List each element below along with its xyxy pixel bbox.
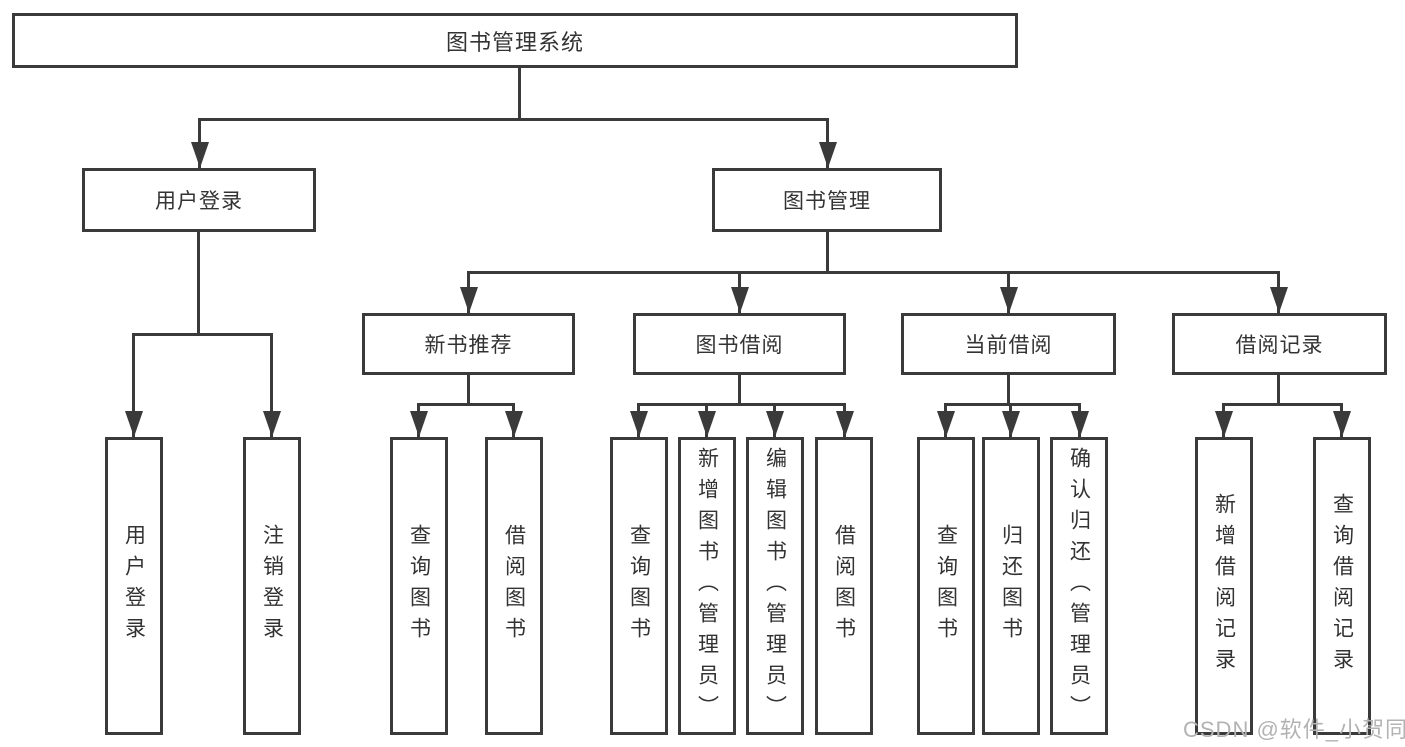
node-leaf-query-books-current: 查询图书 bbox=[917, 437, 975, 735]
node-leaf-confirm-return-admin: 确认归还（管理员） bbox=[1050, 437, 1108, 735]
node-leaf-borrow-books-recommend: 借阅图书 bbox=[485, 437, 543, 735]
connector-current-borrowing-hline bbox=[944, 403, 1081, 406]
connector-borrowing-records-hline bbox=[1222, 403, 1343, 406]
arrowhead-down bbox=[125, 411, 143, 437]
arrowhead-down bbox=[937, 411, 955, 437]
connector-book-borrowing-hline bbox=[637, 403, 846, 406]
arrowhead-down bbox=[1071, 411, 1089, 437]
node-book-management: 图书管理 bbox=[712, 168, 942, 232]
connector-borrowing-records-stem bbox=[1277, 375, 1280, 405]
arrowhead-down bbox=[766, 411, 784, 437]
arrowhead-down bbox=[263, 411, 281, 437]
node-book-borrowing: 图书借阅 bbox=[633, 313, 846, 375]
arrowhead-down bbox=[1215, 411, 1233, 437]
arrowhead-down bbox=[460, 287, 478, 313]
node-leaf-add-books-admin: 新增图书（管理员） bbox=[678, 437, 736, 735]
connector-to-leaf-user-login bbox=[132, 333, 135, 437]
connector-new-book-recommend-stem bbox=[467, 375, 470, 405]
connector-level2-hline bbox=[198, 118, 829, 121]
node-current-borrowing: 当前借阅 bbox=[901, 313, 1116, 375]
arrowhead-down bbox=[836, 411, 854, 437]
arrowhead-down bbox=[698, 411, 716, 437]
node-user-login: 用户登录 bbox=[82, 168, 316, 232]
arrowhead-down bbox=[1000, 287, 1018, 313]
node-leaf-logout: 注销登录 bbox=[243, 437, 301, 735]
connector-root-stem bbox=[518, 66, 521, 120]
arrowhead-down bbox=[731, 287, 749, 313]
arrowhead-down bbox=[505, 411, 523, 437]
node-leaf-query-borrow-record: 查询借阅记录 bbox=[1313, 437, 1371, 735]
node-leaf-edit-books-admin: 编辑图书（管理员） bbox=[746, 437, 804, 735]
connector-user-login-stem bbox=[197, 232, 200, 336]
node-leaf-query-books-recommend: 查询图书 bbox=[390, 437, 448, 735]
arrowhead-down bbox=[1270, 287, 1288, 313]
arrowhead-down bbox=[191, 142, 209, 168]
node-leaf-add-borrow-record: 新增借阅记录 bbox=[1195, 437, 1253, 735]
arrowhead-down bbox=[819, 142, 837, 168]
node-leaf-borrow-books-borrowing: 借阅图书 bbox=[815, 437, 873, 735]
connector-user-login-hline bbox=[132, 333, 273, 336]
node-leaf-return-books: 归还图书 bbox=[982, 437, 1040, 735]
connector-new-book-recommend-hline bbox=[417, 403, 515, 406]
arrowhead-down bbox=[1333, 411, 1351, 437]
node-borrowing-records: 借阅记录 bbox=[1172, 313, 1387, 375]
arrowhead-down bbox=[410, 411, 428, 437]
node-new-book-recommend: 新书推荐 bbox=[362, 313, 575, 375]
arrowhead-down bbox=[630, 411, 648, 437]
node-root: 图书管理系统 bbox=[12, 13, 1018, 68]
watermark: CSDN @软件_小贺同学 bbox=[1183, 717, 1405, 742]
connector-current-borrowing-stem bbox=[1007, 375, 1010, 405]
node-leaf-query-books-borrowing: 查询图书 bbox=[610, 437, 668, 735]
node-leaf-user-login: 用户登录 bbox=[105, 437, 163, 735]
connector-book-management-stem bbox=[826, 232, 829, 273]
connector-to-leaf-logout bbox=[270, 333, 273, 437]
connector-book-borrowing-stem bbox=[738, 375, 741, 405]
arrowhead-down bbox=[1002, 411, 1020, 437]
connector-level3-hline bbox=[467, 271, 1280, 274]
